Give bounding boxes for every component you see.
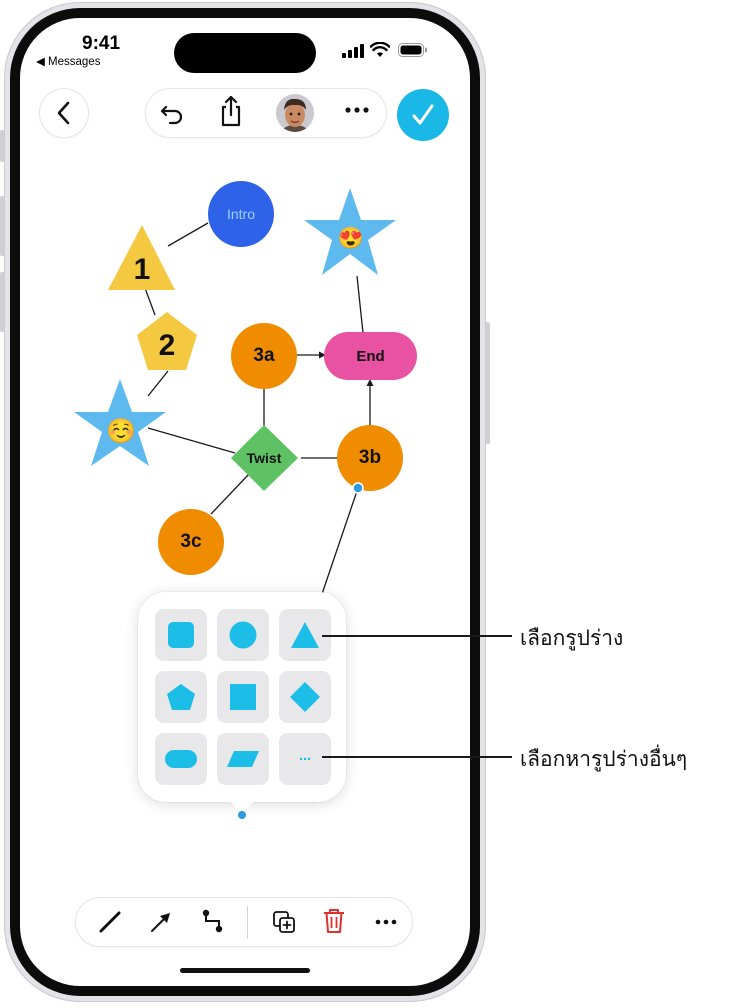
shape-option-parallelogram[interactable] — [217, 733, 269, 785]
connection-handle[interactable] — [352, 482, 364, 494]
connector-line[interactable] — [147, 427, 236, 454]
shape-option-diamond[interactable] — [279, 671, 331, 723]
bottom-toolbar — [76, 898, 412, 946]
status-time: 9:41 — [82, 33, 121, 54]
node-star-heart-eyes[interactable] — [304, 188, 396, 275]
volume-up-button — [0, 196, 5, 256]
node-label: ☺️ — [106, 417, 136, 445]
signal-icon — [342, 44, 364, 58]
pentagon-icon — [167, 684, 195, 710]
dynamic-island — [174, 33, 316, 73]
power-button — [485, 322, 490, 444]
popover-pointer — [228, 800, 256, 819]
connector-line[interactable] — [167, 222, 209, 247]
circle-icon — [229, 621, 257, 649]
node-label: End — [356, 347, 385, 365]
share-icon[interactable] — [216, 93, 246, 129]
shape-option-square[interactable] — [217, 671, 269, 723]
node-3c[interactable] — [158, 509, 224, 575]
shape-option-pentagon[interactable] — [155, 671, 207, 723]
node-label: 😍 — [337, 227, 365, 250]
line-icon[interactable] — [96, 908, 124, 936]
node-label: 1 — [133, 253, 151, 286]
callout-choose-shape: เลือกรูปร่าง — [520, 627, 624, 650]
node-2-pentagon[interactable] — [137, 312, 197, 370]
more-shapes-button[interactable]: ··· — [279, 733, 331, 785]
done-button[interactable] — [397, 89, 449, 141]
callout-find-more-shapes: เลือกหารูปร่างอื่นๆ — [520, 748, 688, 771]
connector-line[interactable] — [210, 473, 250, 515]
node-intro[interactable] — [208, 181, 274, 247]
wifi-icon — [370, 42, 390, 57]
undo-icon[interactable] — [158, 98, 188, 128]
parallelogram-icon — [227, 751, 259, 767]
more-shapes-icon: ··· — [299, 750, 312, 768]
ellipsis-icon[interactable] — [374, 918, 398, 926]
ellipsis-icon[interactable] — [344, 106, 370, 114]
checkmark-icon — [412, 104, 434, 125]
memoji-avatar-icon[interactable] — [275, 93, 315, 133]
chevron-left-icon — [57, 101, 70, 125]
arrow-icon[interactable] — [147, 908, 175, 936]
node-label: 3c — [180, 531, 202, 552]
elbow-connector-icon[interactable] — [199, 906, 229, 936]
node-label: 3a — [253, 345, 275, 366]
node-end[interactable] — [324, 332, 417, 380]
back-button[interactable] — [40, 89, 88, 137]
diagram-canvas — [74, 181, 417, 595]
home-indicator — [180, 968, 310, 973]
connector-line[interactable] — [321, 487, 359, 595]
diamond-icon — [290, 682, 320, 712]
square-icon — [230, 684, 256, 710]
back-to-messages-link[interactable]: ◀ Messages — [36, 56, 101, 68]
shape-option-circle[interactable] — [217, 609, 269, 661]
node-label: Intro — [226, 206, 255, 222]
shape-option-pill[interactable] — [155, 733, 207, 785]
screen: 9:41 ◀ Messages — [20, 18, 470, 986]
node-label: Twist — [246, 450, 282, 466]
toolbar-divider — [247, 906, 248, 938]
action-button — [0, 130, 5, 162]
connector-line[interactable] — [144, 287, 156, 316]
callout-line-more-shapes — [322, 756, 512, 758]
triangle-icon — [291, 622, 319, 648]
node-label: 3b — [358, 447, 382, 468]
node-3b[interactable] — [337, 425, 403, 491]
connector-line[interactable] — [147, 370, 169, 397]
square-rounded-icon — [168, 622, 194, 648]
node-star-smile[interactable] — [74, 379, 166, 466]
pill-icon — [165, 750, 197, 768]
volume-down-button — [0, 272, 5, 332]
shape-option-rounded-square[interactable] — [155, 609, 207, 661]
duplicate-icon[interactable] — [270, 908, 298, 936]
node-label: 2 — [158, 329, 176, 362]
node-3a[interactable] — [231, 323, 297, 389]
connector-line[interactable] — [356, 275, 364, 334]
top-toolbar — [146, 89, 386, 137]
trash-icon[interactable] — [320, 906, 348, 936]
battery-icon — [398, 43, 427, 57]
node-twist-diamond[interactable] — [231, 425, 298, 491]
node-1-triangle[interactable] — [108, 225, 175, 290]
callout-line-choose-shape — [322, 635, 512, 637]
